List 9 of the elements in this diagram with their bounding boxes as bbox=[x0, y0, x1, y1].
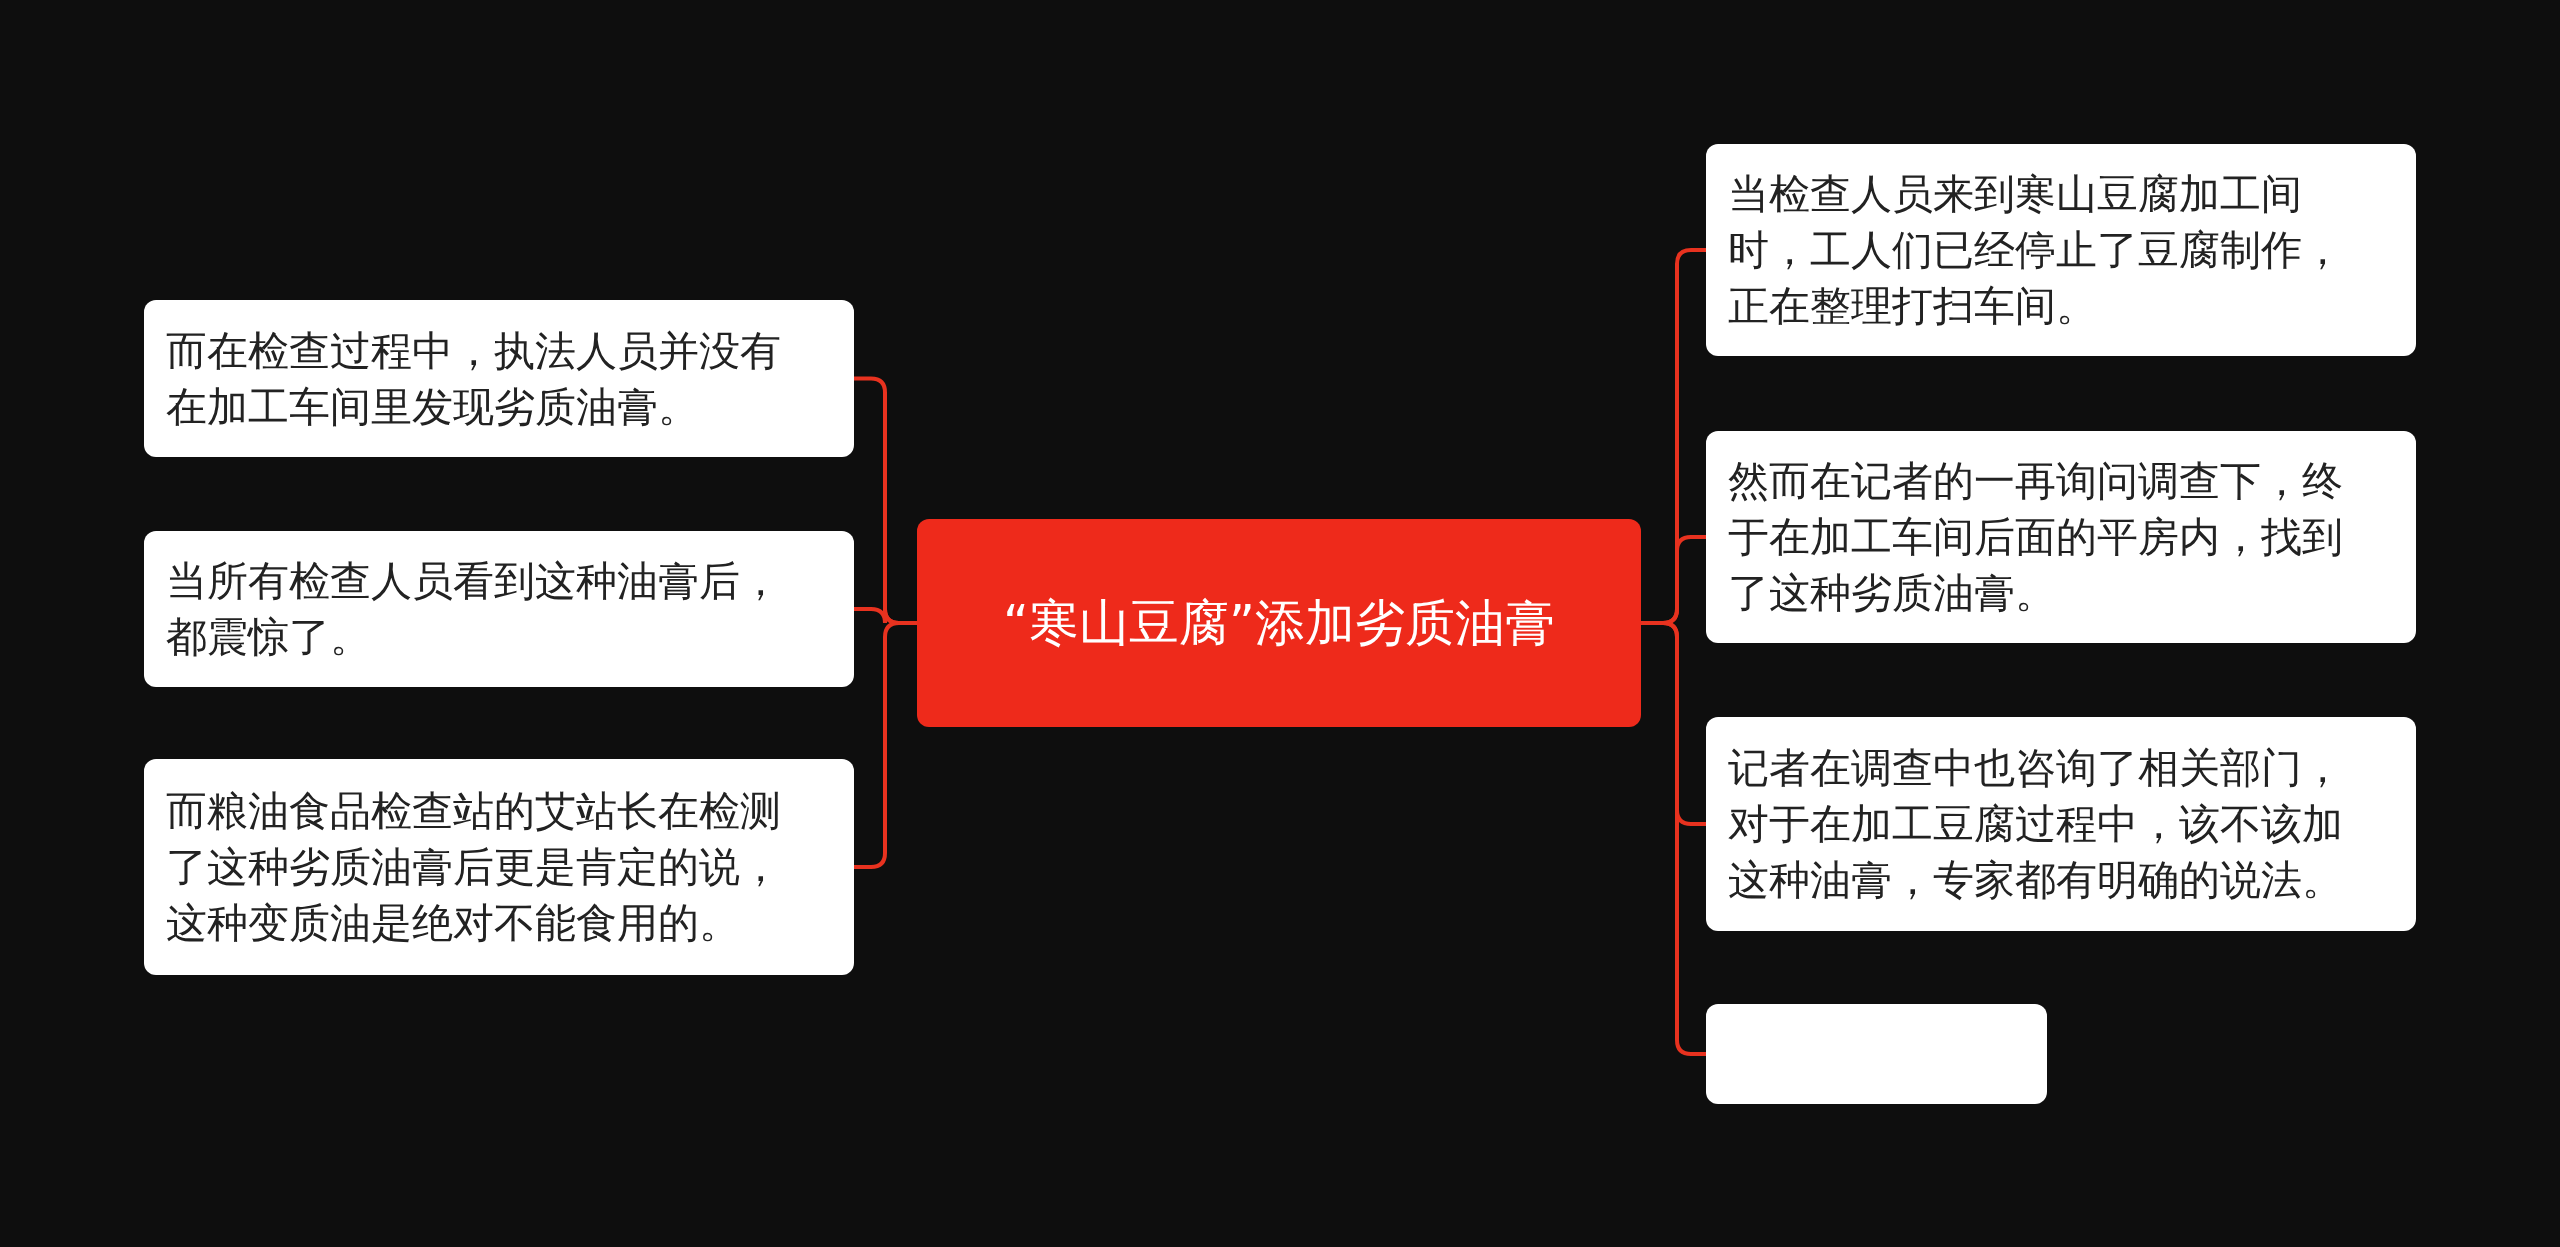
subtopic-box: 当所有检查人员看到这种油膏后，都震惊了。 bbox=[144, 531, 854, 687]
subtopic-box: 然而在记者的一再询问调查下，终于在加工车间后面的平房内，找到了这种劣质油膏。 bbox=[1706, 431, 2416, 643]
connector-line bbox=[1641, 621, 1706, 1056]
subtopic-box bbox=[1706, 1004, 2047, 1104]
subtopic-box: 当检查人员来到寒山豆腐加工间时，工人们已经停止了豆腐制作，正在整理打扫车间。 bbox=[1706, 144, 2416, 356]
topic-box: “寒山豆腐”添加劣质油膏 bbox=[917, 519, 1641, 727]
subtopic-box: 而粮油食品检查站的艾站长在检测了这种劣质油膏后更是肯定的说，这种变质油是绝对不能食用的。 bbox=[144, 759, 854, 975]
subtopic-box: 而在检查过程中，执法人员并没有在加工车间里发现劣质油膏。 bbox=[144, 300, 854, 457]
subtopic-box: 记者在调查中也咨询了相关部门，对于在加工豆腐过程中，该不该加这种油膏，专家都有明确的说法。 bbox=[1706, 717, 2416, 931]
